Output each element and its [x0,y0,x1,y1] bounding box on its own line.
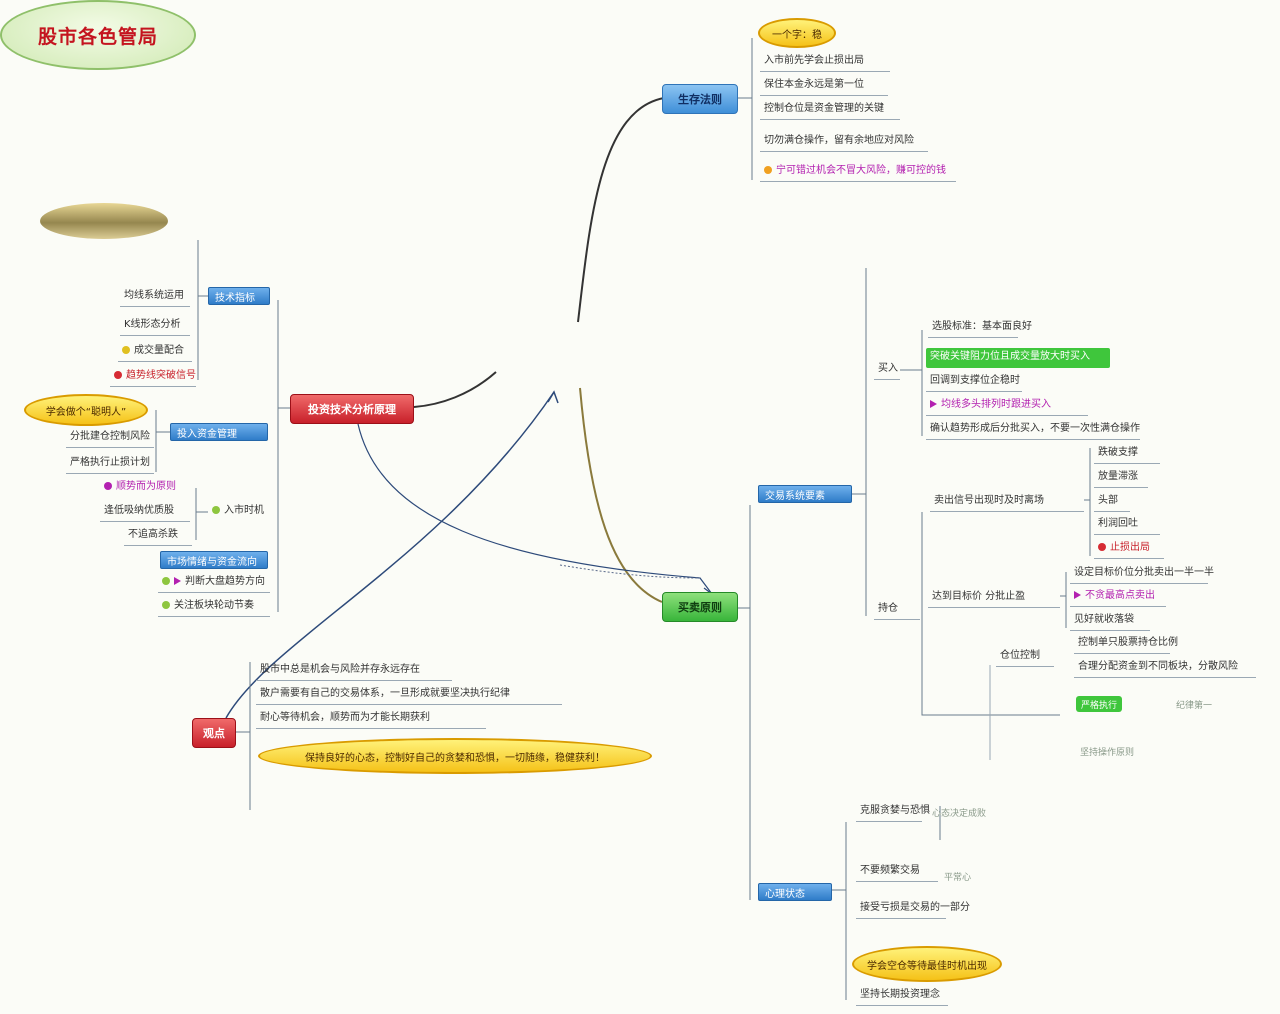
sub-mental-state[interactable]: 心理状态 [758,883,832,901]
target-leaf-3[interactable]: 见好就收落袋 [1070,611,1150,631]
survival-leaf-3[interactable]: 控制仓位是资金管理的关键 [760,100,900,120]
faded-image-blob [40,203,168,239]
indicator-leaf-1[interactable]: 均线系统运用 [120,287,190,307]
discipline-faint-note: 纪律第一 [1176,701,1213,711]
viewpoint-leaf-1[interactable]: 股市中总是机会与风险并存永远存在 [256,661,452,681]
yellow-dot-icon [122,346,130,354]
target-leaf-2[interactable]: 不贪最高点卖出 [1070,587,1166,607]
green-dot-icon [162,601,170,609]
mental-note-1: 心态决定成败 [932,809,987,819]
mental-leaf-3[interactable]: 接受亏损是交易的一部分 [856,899,970,919]
trend-item[interactable]: 判断大盘趋势方向 [158,573,270,593]
sell-leaf-2[interactable]: 放量滞涨 [1094,468,1148,488]
red-dot-icon [1098,543,1106,551]
mental-oval-note[interactable]: 学会空仓等待最佳时机出现 [852,946,1002,982]
play-flag-icon [174,577,181,585]
survival-oval-note[interactable]: 一个字：稳 [758,18,836,48]
link-arrowhead-center [547,390,559,404]
smart-person-oval[interactable]: 学会做个“聪明人” [24,394,148,426]
sentiment-bar[interactable]: 市场情绪与资金流向 [160,551,268,569]
sell-leaf-3[interactable]: 头部 [1094,492,1130,512]
viewpoint-leaf-2[interactable]: 散户需要有自己的交易体系，一旦形成就要坚决执行纪律 [256,685,562,705]
buy-leaf-5[interactable]: 确认趋势形成后分批买入，不要一次性满仓操作 [926,420,1140,440]
play-flag-icon [1074,591,1081,599]
mental-leaf-5[interactable]: 坚持长期投资理念 [856,986,948,1006]
trend-follow-item[interactable]: 顺势而为原则 [100,478,184,498]
viewpoint-leaf-3[interactable]: 耐心等待机会，顺势而为才能长期获利 [256,709,486,729]
green-leaf-icon [212,506,220,514]
mental-leaf-2[interactable]: 不要频繁交易 [856,862,938,882]
link-bottomleft-center [225,391,555,719]
entry-leaf-2[interactable]: 不追高杀跌 [124,526,192,546]
sell-leaf-1[interactable]: 跌破支撑 [1094,444,1160,464]
survival-leaf-5[interactable]: 宁可错过机会不冒大风险，赚可控的钱 [760,162,956,182]
sell-group-2[interactable]: 达到目标价 分批止盈 [928,588,1060,608]
sub-trading-system[interactable]: 交易系统要素 [758,485,852,503]
entry-leaf-1[interactable]: 逢低吸纳优质股 [100,502,190,522]
mental-leaf-1[interactable]: 克服贪婪与恐惧 [856,802,930,822]
strict-exec-pill[interactable]: 严格执行 [1076,696,1123,712]
link-center-leftred [413,371,497,408]
mindset-oval-note[interactable]: 保持良好的心态，控制好自己的贪婪和恐惧，一切随缘，稳健获利！ [258,738,652,774]
red-dot-icon [114,371,122,379]
mental-note-2: 平常心 [944,873,972,883]
buy-leaf-2[interactable]: 突破关键阻力位且成交量放大时买入 [926,348,1110,368]
link-center-green [579,387,663,603]
position-label[interactable]: 仓位控制 [996,647,1054,667]
sell-group-1[interactable]: 卖出信号出现时及时离场 [930,492,1084,512]
hold-label[interactable]: 持仓 [874,600,920,620]
buy-leaf-1[interactable]: 选股标准：基本面良好 [928,318,1032,338]
branch-trading-principles[interactable]: 买卖原则 [662,592,738,622]
buy-leaf-4[interactable]: 均线多头排列时跟进买入 [926,396,1088,416]
capital-leaf-2[interactable]: 严格执行止损计划 [66,454,154,474]
branch-survival-rules[interactable]: 生存法则 [662,84,738,114]
sell-leaf-5[interactable]: 止损出局 [1094,539,1164,559]
principle-faint-note: 坚持操作原则 [1080,748,1135,758]
indicator-leaf-2[interactable]: K线形态分析 [120,316,190,336]
position-leaf-2[interactable]: 合理分配资金到不同板块，分散风险 [1074,658,1256,678]
sub-capital-management[interactable]: 投入资金管理 [170,423,268,441]
survival-leaf-2[interactable]: 保住本金永远是第一位 [760,76,888,96]
branch-viewpoint[interactable]: 观点 [192,718,236,748]
orange-dot-icon [764,166,772,174]
sub-technical-indicators[interactable]: 技术指标 [208,287,270,305]
green-dot-icon [162,577,170,585]
branch-technical-analysis[interactable]: 投资技术分析原理 [290,394,414,424]
entry-timing-label[interactable]: 入市时机 [208,502,268,522]
buy-label[interactable]: 买入 [874,360,900,380]
sell-leaf-4[interactable]: 利润回吐 [1094,515,1160,535]
target-leaf-1[interactable]: 设定目标价位分批卖出一半一半 [1070,564,1214,584]
survival-leaf-4[interactable]: 切勿满仓操作，留有余地应对风险 [760,132,928,152]
link-leftred-green [357,423,713,595]
survival-leaf-1[interactable]: 入市前先学会止损出局 [760,52,890,72]
indicator-leaf-3[interactable]: 成交量配合 [118,342,192,362]
indicator-leaf-4[interactable]: 趋势线突破信号 [110,367,196,387]
play-flag-icon [930,400,937,408]
position-leaf-1[interactable]: 控制单只股票持仓比例 [1074,634,1178,654]
capital-leaf-1[interactable]: 分批建仓控制风险 [66,428,154,448]
buy-leaf-3[interactable]: 回调到支撑位企稳时 [926,372,1022,392]
sector-item[interactable]: 关注板块轮动节奏 [158,597,270,617]
purple-dot-icon [104,482,112,490]
central-topic[interactable]: 股市各色管局 [0,0,196,70]
link-center-topright [577,97,665,323]
